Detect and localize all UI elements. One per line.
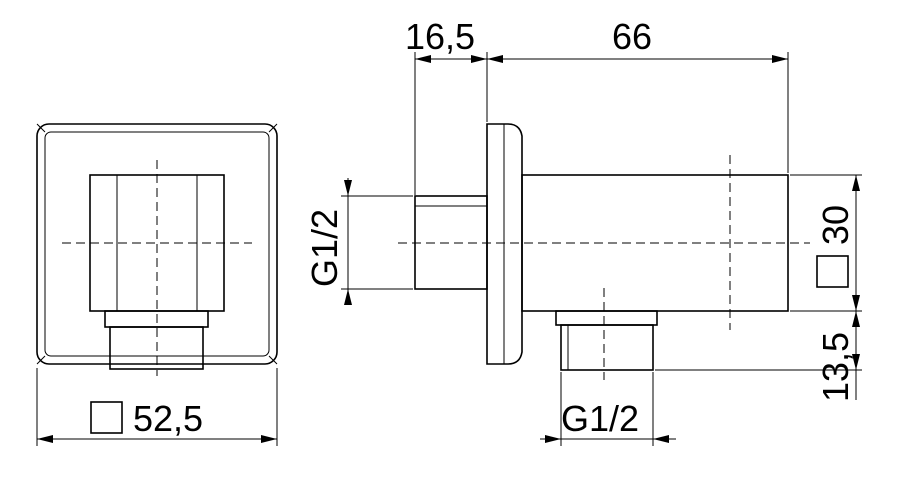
inlet-thread-label: G1/2 (304, 209, 345, 287)
outlet-nut-side (560, 324, 654, 371)
body-height-label: 30 (815, 205, 856, 245)
front-width-label: 52,5 (133, 398, 203, 439)
body-length-label: 66 (612, 16, 652, 57)
outlet-offset-label: 13,5 (815, 332, 856, 402)
side-view: 16,5 66 G1/2 30 13,5 G1/2 (304, 16, 862, 446)
front-view: 52,5 (36, 123, 278, 446)
outlet-thread-label: G1/2 (561, 398, 639, 439)
square-symbol-icon (90, 401, 123, 434)
square-symbol-icon (816, 255, 849, 288)
flange-depth-label: 16,5 (405, 16, 475, 57)
outlet-nut-front (109, 326, 204, 370)
outlet-neck (555, 310, 658, 326)
wall-flange (486, 123, 523, 365)
